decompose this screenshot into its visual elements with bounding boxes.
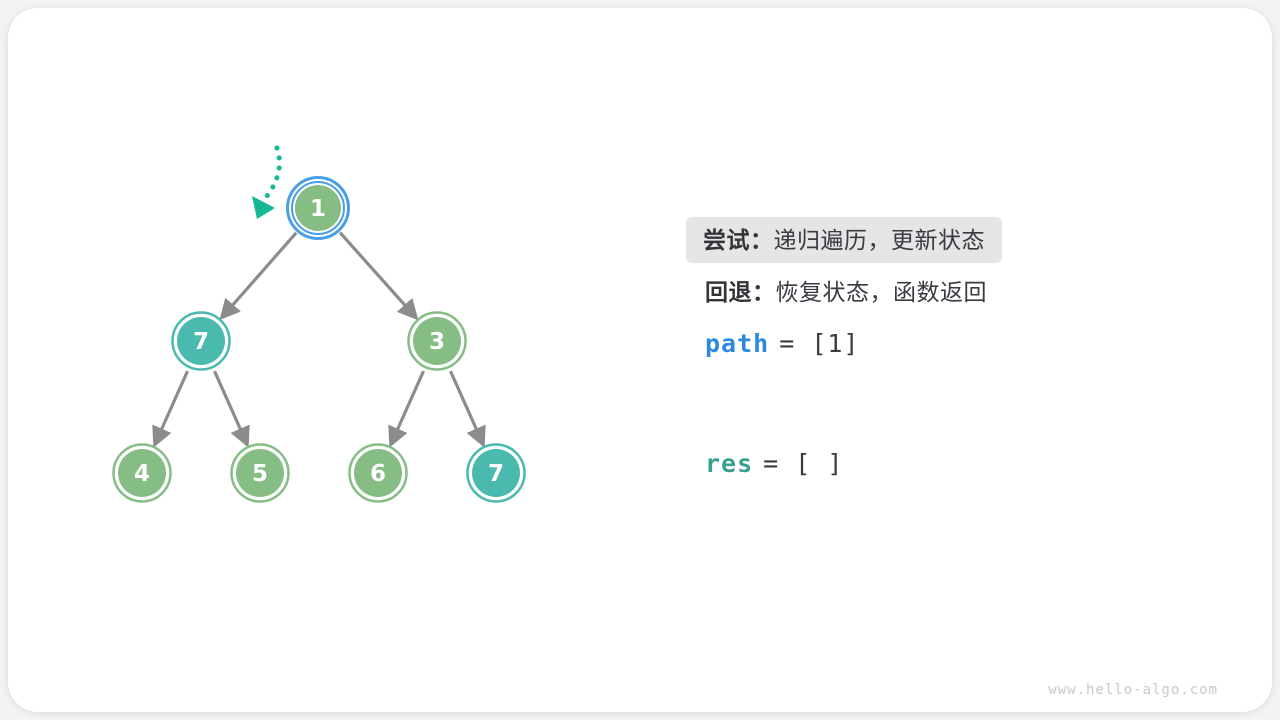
node-fill [354,449,402,497]
node-fill [118,449,166,497]
node-ring [230,443,290,503]
tree-node-leaf-5: 5 [230,443,290,503]
node-fill [177,317,225,365]
node-ring [407,311,467,371]
try-label: 尝试： [703,227,774,253]
node-value: 4 [134,461,150,487]
tree-node-root-1: 1 [286,176,350,240]
tree-node-leaf-6: 6 [348,443,408,503]
edge-3-to-7 [449,370,486,448]
figure-card [8,8,1272,712]
res-variable-name: res [705,449,754,478]
node-fill [295,185,341,231]
node-value: 7 [193,329,209,355]
path-variable: path = [1] [705,331,859,356]
current-ring-outer [286,176,350,240]
node-ring [348,443,408,503]
backtrack-text: 恢复状态，函数返回 [775,279,987,305]
backtrack-label: 回退： [705,279,776,305]
node-ring [112,443,172,503]
tree-node-right-3: 3 [407,311,467,371]
node-fill [236,449,284,497]
node-value: 6 [370,461,386,487]
node-fill [413,317,461,365]
node-value: 7 [488,461,504,487]
backtrack-annotation: 回退：恢复状态，函数返回 [705,281,987,304]
current-node-pointer-arrow-icon [252,145,282,219]
res-variable: res = [ ] [705,451,843,476]
path-variable-value: = [1] [779,329,860,358]
res-variable-value: = [ ] [763,449,844,478]
path-variable-name: path [705,329,770,358]
edge-7-to-4 [152,370,189,448]
tree-node-leaf-4: 4 [112,443,172,503]
edge-1-to-7 [219,231,298,321]
tree-node-leaf-7: 7 [466,443,526,503]
try-annotation: 尝试：递归遍历，更新状态 [686,217,1002,263]
edge-7-to-5 [213,370,250,448]
current-ring-inner [291,181,345,235]
try-text: 递归遍历，更新状态 [773,227,985,253]
tree-node-left-7: 7 [171,311,231,371]
node-value: 3 [429,329,445,355]
node-ring [171,311,231,371]
node-value: 5 [252,461,268,487]
node-value: 1 [310,196,326,222]
tree-edges [152,231,486,448]
binary-tree-diagram: 1 7 3 4 5 6 7 [112,145,526,503]
edge-1-to-3 [338,231,419,321]
node-ring [466,443,526,503]
site-watermark: www.hello-algo.com [1048,682,1218,698]
edge-3-to-6 [388,370,425,448]
node-fill [472,449,520,497]
